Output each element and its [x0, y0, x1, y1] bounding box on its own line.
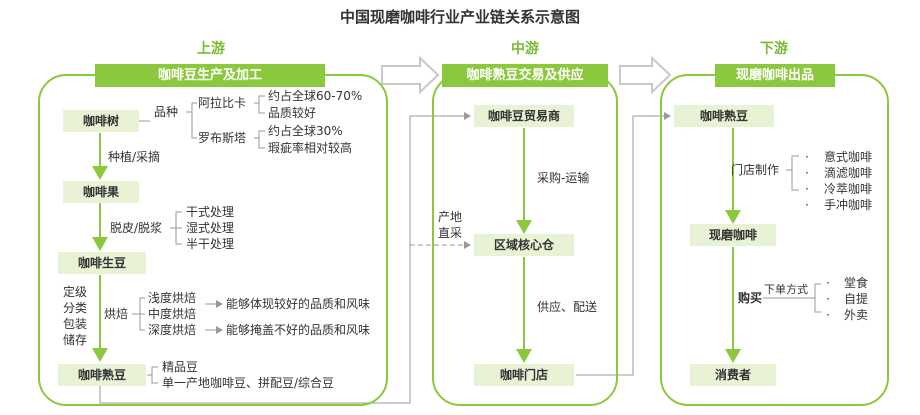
step-store-making: 门店制作: [731, 163, 780, 177]
roast-medium: 中度烘焙: [148, 307, 197, 321]
bullet: ·: [826, 292, 830, 306]
bullet: ·: [805, 166, 809, 180]
roast-effect-mask: 能够掩盖不好的品质和风味: [226, 323, 371, 337]
node-regional-warehouse: 区域核心仓: [474, 234, 574, 256]
stage-header-downstream: 现磨咖啡出品: [715, 64, 835, 87]
step-purchase-transport: 采购-运输: [537, 171, 590, 185]
node-roasted-bean-store: 咖啡熟豆: [674, 105, 774, 127]
step-supply-deliver: 供应、配送: [537, 300, 598, 314]
node-bean-trader: 咖啡豆贸易商: [474, 105, 574, 127]
stage-label-downstream: 下游: [760, 41, 788, 57]
side-label-sort: 分类: [63, 301, 88, 315]
order-delivery: 外卖: [844, 308, 869, 322]
node-roasted-bean: 咖啡熟豆: [58, 364, 146, 386]
order-pickup: 自提: [844, 292, 869, 306]
robusta-label: 罗布斯塔: [198, 131, 247, 145]
robusta-note-share: 约占全球30%: [268, 124, 343, 138]
origin-label-2: 直采: [438, 226, 463, 240]
roast-label: 烘焙: [104, 307, 129, 321]
node-coffee-tree: 咖啡树: [63, 110, 139, 132]
bean-type-specialty: 精品豆: [162, 360, 199, 374]
drink-drip: 滴滤咖啡: [824, 166, 873, 180]
arabica-note-quality: 品质较好: [268, 106, 317, 120]
order-method-label: 下单方式: [764, 283, 808, 296]
side-label-store: 储存: [63, 333, 88, 347]
origin-label-1: 产地: [438, 210, 463, 224]
side-label-pack: 包装: [63, 317, 88, 331]
drink-pour-over: 手冲咖啡: [824, 198, 873, 212]
drink-espresso: 意式咖啡: [824, 150, 873, 164]
node-coffee-cherry: 咖啡果: [63, 181, 139, 203]
process-semi: 半干处理: [186, 237, 235, 251]
arabica-label: 阿拉比卡: [198, 96, 247, 110]
stage-header-upstream: 咖啡豆生产及加工: [95, 64, 325, 87]
step-plant-harvest: 种植/采摘: [108, 150, 161, 164]
step-pulp: 脱皮/脱浆: [110, 221, 163, 235]
bullet: ·: [805, 182, 809, 196]
roast-effect-good: 能够体现较好的品质和风味: [226, 297, 371, 311]
stage-label-upstream: 上游: [197, 41, 225, 57]
node-green-bean: 咖啡生豆: [58, 252, 146, 274]
process-dry: 干式处理: [186, 205, 235, 219]
order-dine-in: 堂食: [844, 276, 869, 290]
roast-light: 浅度烘焙: [148, 291, 197, 305]
bullet: ·: [805, 150, 809, 164]
side-label-grade: 定级: [63, 285, 88, 299]
node-consumer: 消费者: [690, 364, 776, 386]
page-title: 中国现磨咖啡行业产业链关系示意图: [339, 8, 580, 26]
robusta-note-defect: 瑕疵率相对较高: [268, 141, 353, 155]
stage-arrow-1: [381, 55, 440, 95]
node-fresh-coffee: 现磨咖啡: [690, 224, 776, 246]
bullet: ·: [826, 276, 830, 290]
process-wet: 湿式处理: [186, 221, 235, 235]
stage-label-midstream: 中游: [511, 41, 539, 57]
variety-label: 品种: [154, 105, 179, 119]
bullet: ·: [805, 198, 809, 212]
bullet: ·: [826, 308, 830, 322]
stage-header-midstream: 咖啡熟豆交易及供应: [442, 64, 608, 87]
roast-dark: 深度烘焙: [148, 323, 197, 337]
drink-cold-brew: 冷萃咖啡: [824, 182, 873, 196]
buy-label: 购买: [738, 291, 763, 305]
stage-arrow-2: [619, 55, 672, 95]
node-coffee-store: 咖啡门店: [474, 364, 574, 386]
bean-type-origin-blend: 单一产地咖啡豆、拼配豆/综合豆: [162, 376, 335, 390]
arabica-note-share: 约占全球60-70%: [268, 89, 363, 103]
